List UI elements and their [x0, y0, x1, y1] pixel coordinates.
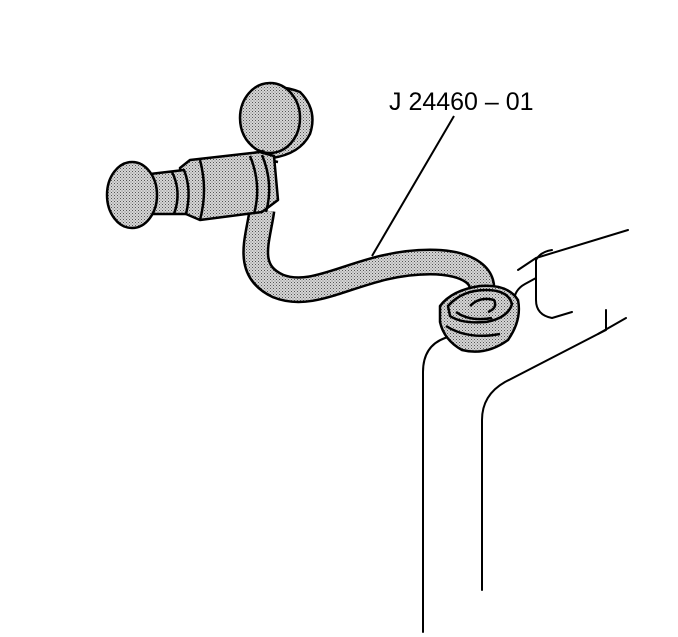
adapter-swirl — [469, 297, 497, 314]
pressure-tester-pump — [105, 150, 280, 230]
tool-callout-label: J 24460 – 01 — [389, 88, 534, 116]
pump-barrel — [178, 150, 280, 222]
pump-ring — [260, 154, 271, 213]
adapter-swirl — [455, 310, 493, 321]
hose-body — [244, 208, 493, 301]
reservoir-side-block — [535, 277, 573, 319]
reservoir-outer-edge — [422, 329, 468, 633]
coolant-reservoir — [422, 229, 629, 633]
pump-handle-knob — [105, 160, 159, 230]
filler-cap-adapter — [438, 284, 521, 353]
pump-neck-ring — [170, 171, 179, 215]
callout-leader-line — [371, 115, 455, 257]
pressure-gauge — [238, 81, 314, 164]
reservoir-right-notch — [597, 309, 607, 335]
adapter-cap-top — [446, 288, 514, 324]
pump-ring — [248, 155, 259, 215]
pump-ring — [198, 159, 206, 221]
gauge-face — [238, 81, 302, 155]
hose — [242, 207, 496, 304]
reservoir-top-edge — [517, 229, 629, 271]
pump-neck — [148, 168, 190, 216]
adapter-skirt-line — [445, 324, 501, 337]
reservoir-inner-edge — [481, 317, 627, 591]
